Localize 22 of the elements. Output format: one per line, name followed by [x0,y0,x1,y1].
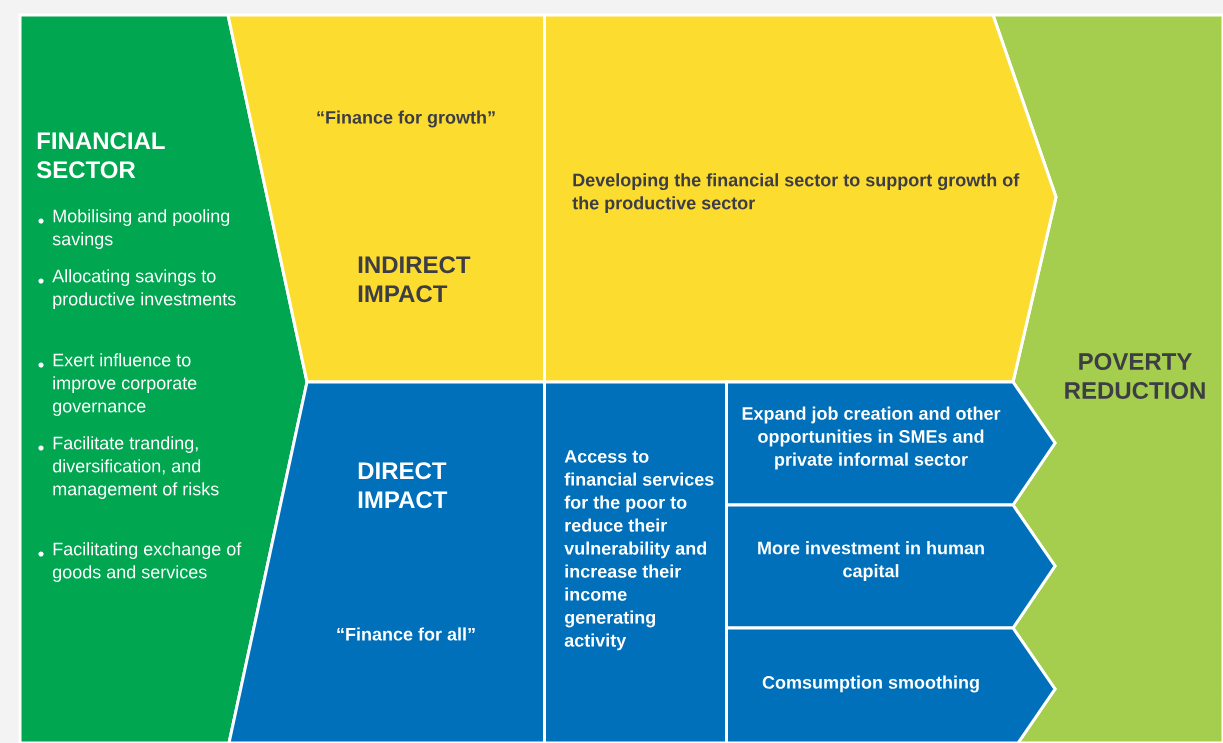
body-text: Expand job creation and other opportunities in SMEs and private informal sector [742,406,1001,470]
heading: INDIRECT IMPACT [358,256,471,303]
text-box [543,380,728,743]
bullet-item: Exert influence to improve corporate governance [38,353,197,416]
chevron-box [543,13,1058,384]
trapezoid-panel [227,380,546,743]
heading: DIRECT IMPACT [358,462,448,509]
chevron-box [725,626,1057,743]
bullet-item: Mobilising and pooling savings [38,209,230,249]
body-text: More investment in human capital [758,541,984,581]
quote-text: “Finance for all” [337,627,475,641]
body-text: Comsumption smoothing [762,675,979,693]
heading: FINANCIAL SECTOR [36,132,165,179]
quote-text: “Finance for growth” [317,110,495,128]
bullet-item: Allocating savings to productive investments [38,269,236,309]
chevron-box [725,503,1057,630]
body-text: Access to financial services for the poor to reduce their vulnerability and increase their income generating activity [564,450,714,651]
chevron-box [725,380,1057,507]
heading: POVERTY REDUCTION [1065,353,1205,399]
body-text: Developing the financial sector to support growth of the productive sector [572,173,1020,213]
bullet-item: Facilitating exchange of goods and services [38,542,242,582]
bullet-item: Facilitate tranding, diversification, and management of risks [38,436,219,499]
